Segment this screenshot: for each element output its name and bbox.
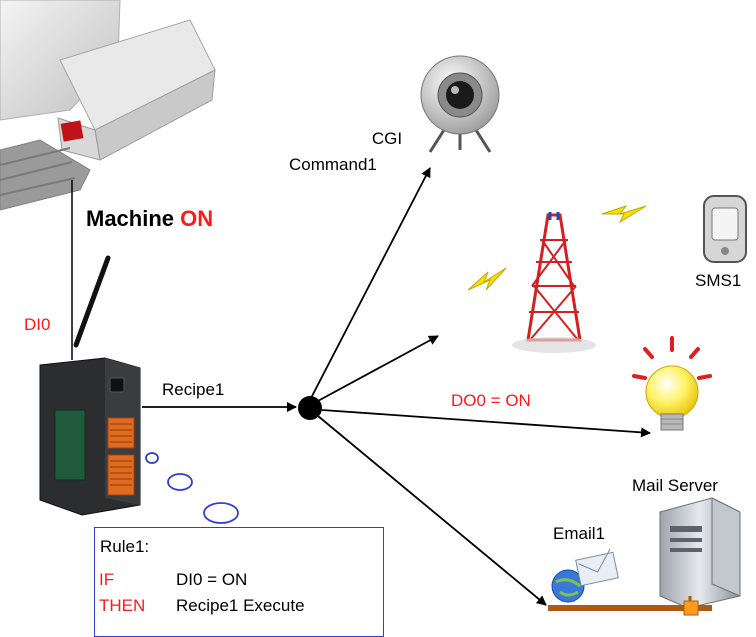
- rule-if-condition: DI0 = ON: [176, 570, 248, 589]
- rule-then-keyword: THEN: [99, 596, 146, 615]
- controller-icon: [39, 255, 141, 516]
- rule-box: [94, 527, 384, 637]
- machine-state: ON: [180, 206, 214, 231]
- email-label: Email1: [553, 524, 605, 543]
- rule-if-keyword: IF: [99, 570, 115, 589]
- webcam-icon: [420, 55, 500, 153]
- email-arrow: [317, 415, 547, 606]
- server-icon: [659, 497, 741, 609]
- di0-label: DI0: [24, 315, 51, 334]
- sms-label: SMS1: [695, 271, 742, 290]
- cell-tower-icon: [512, 212, 596, 353]
- mobile-phone-icon: [703, 195, 747, 263]
- lightning-icon: [467, 205, 647, 291]
- thought-bubbles: [145, 452, 239, 524]
- rule-then-action: Recipe1 Execute: [176, 596, 305, 615]
- do0-arrow: [321, 409, 651, 438]
- light-bulb-icon: [632, 336, 712, 431]
- mail-server-label: Mail Server: [632, 476, 718, 495]
- cgi-command-label: Command1: [289, 155, 377, 174]
- machine-text: Machine: [86, 206, 175, 231]
- cgi-label: CGI: [371, 129, 403, 148]
- rule-title: Rule1:: [100, 537, 150, 556]
- network-bar: [548, 596, 712, 616]
- do0-label: DO0 = ON: [451, 391, 531, 410]
- cgi-arrow: [309, 167, 431, 401]
- machine-icon: [0, 0, 216, 211]
- email-icon: [551, 548, 619, 603]
- recipe-label: Recipe1: [162, 380, 225, 399]
- sms-arrow: [315, 335, 439, 403]
- machine-label: Machine ON: [86, 208, 213, 230]
